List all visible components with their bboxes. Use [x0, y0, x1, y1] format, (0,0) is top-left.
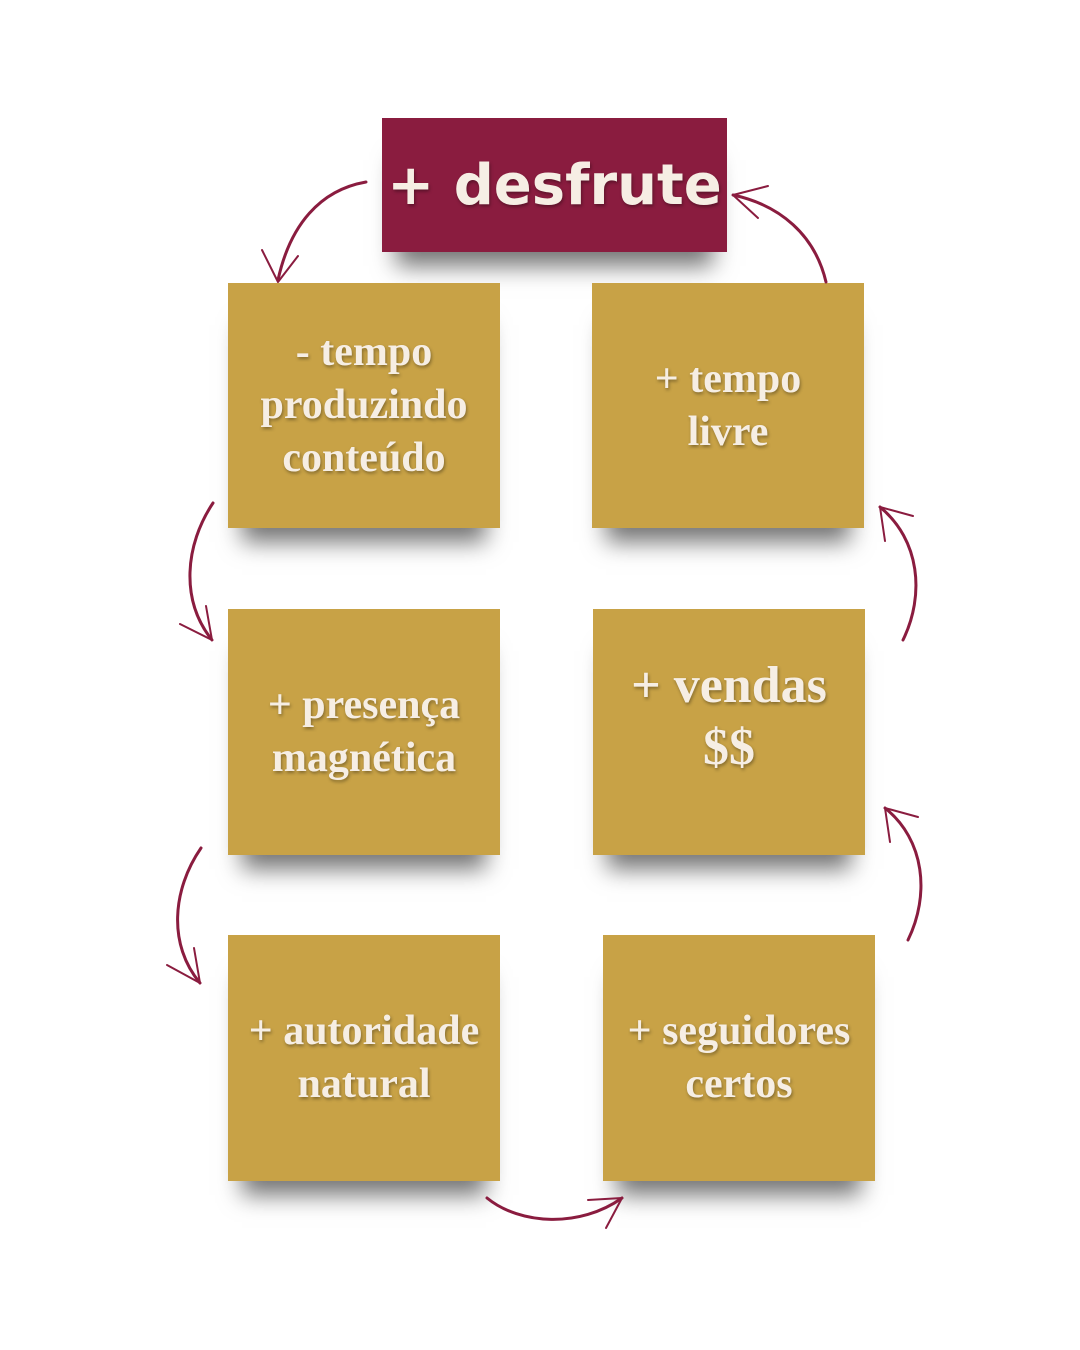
arrow-tempo-to-presenca [179, 501, 215, 642]
box-label: + autoridade natural [248, 1008, 480, 1107]
box-desfrute: + desfrute [382, 118, 727, 252]
box-more-sales: + vendas $$ [593, 609, 865, 855]
box-label: + presença magnética [267, 682, 461, 781]
box-right-followers: + seguidores certos [603, 935, 875, 1181]
arrow-tempo-livre-to-desfrute [731, 185, 828, 284]
arrow-vendas-to-tempo-livre [878, 505, 918, 642]
arrow-presenca-to-autoridade [166, 846, 203, 985]
box-label: - tempo produzindo conteúdo [260, 329, 468, 481]
box-magnetic-presence: + presença magnética [228, 609, 500, 855]
arrow-seguidores-to-vendas [883, 806, 923, 942]
box-label: + tempo livre [654, 355, 802, 455]
arrow-autoridade-to-seguidores [485, 1196, 624, 1229]
box-label: + seguidores certos [627, 1008, 851, 1107]
arrow-desfrute-to-tempo [261, 180, 368, 283]
box-more-free-time: + tempo livre [592, 283, 864, 528]
box-less-time-producing: - tempo produzindo conteúdo [228, 283, 500, 528]
box-label: + desfrute [387, 152, 722, 218]
box-natural-authority: + autoridade natural [228, 935, 500, 1181]
box-label: + vendas $$ [631, 657, 827, 776]
